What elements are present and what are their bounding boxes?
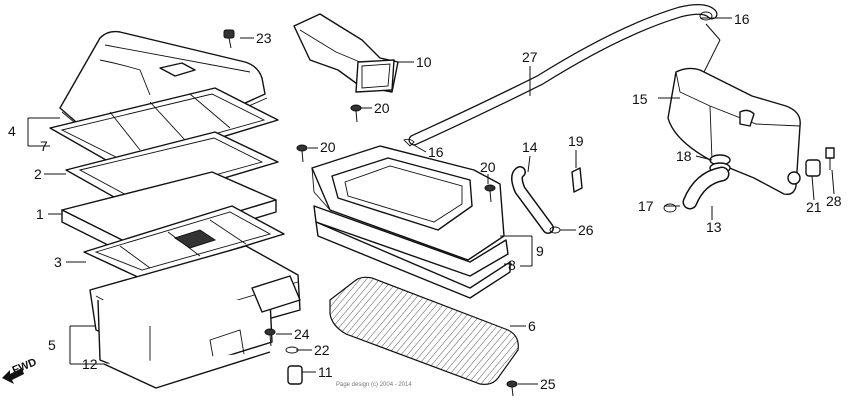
callout-21: 21 (806, 199, 822, 215)
intake-duct (293, 13, 399, 93)
callout-3: 3 (54, 254, 62, 270)
element-seal-frame (49, 87, 279, 169)
callout-17: 17 (638, 198, 654, 214)
callout-12: 12 (82, 356, 98, 372)
breather-chamber (667, 67, 801, 196)
callout-14: 14 (522, 139, 538, 155)
callout-25: 25 (540, 376, 556, 392)
screw-20-right (484, 184, 496, 203)
clamp-16-top (699, 11, 713, 21)
copyright-text: Page design (c) 2004 - 2014 (336, 382, 412, 388)
callout-13: 13 (706, 219, 722, 235)
callout-10: 10 (416, 54, 432, 70)
center-housing (311, 145, 505, 261)
callout-18: 18 (676, 148, 692, 164)
fwd-arrow-icon: FWD (2, 356, 38, 384)
callout-11: 11 (318, 364, 333, 380)
chamber-bolt (805, 147, 835, 177)
lower-frame (83, 205, 285, 279)
callout-24: 24 (294, 326, 310, 342)
callout-16-hose: 16 (428, 144, 444, 160)
callout-2: 2 (34, 166, 42, 182)
screw-23 (223, 29, 235, 49)
callout-20-mid: 20 (320, 139, 336, 155)
callout-27: 27 (522, 49, 538, 65)
case-gasket (103, 351, 271, 389)
fwd-label: FWD (11, 356, 39, 377)
callout-1: 1 (36, 206, 44, 222)
callout-26: 26 (578, 222, 594, 238)
callout-9: 9 (536, 243, 544, 259)
clip-16 (403, 138, 415, 147)
callout-19: 19 (568, 133, 584, 149)
housing-gasket (313, 205, 511, 299)
air-cleaner-case (89, 245, 301, 381)
callout-16-top: 16 (734, 11, 750, 27)
drain-plug-11 (287, 365, 303, 385)
screw-24 (264, 328, 276, 347)
callout-7: 7 (40, 138, 48, 154)
callout-20-right: 20 (480, 159, 496, 175)
callout-15: 15 (632, 91, 648, 107)
callout-20-top: 20 (374, 100, 390, 116)
filter-gasket (65, 131, 279, 207)
connecting-hose (511, 166, 554, 234)
callout-8: 8 (508, 257, 516, 273)
hose-clamp-19 (571, 167, 583, 193)
tube-clip (663, 203, 677, 213)
callout-23: 23 (256, 30, 272, 46)
screw-20-top (350, 104, 362, 123)
callout-5: 5 (48, 337, 56, 353)
breather-hose (408, 3, 718, 146)
callout-4: 4 (8, 123, 16, 139)
leader-lines (27, 17, 835, 385)
drain-tube (682, 166, 730, 210)
screw-20-mid (296, 144, 308, 163)
screen-mesh (329, 276, 519, 385)
callout-28: 28 (826, 193, 842, 209)
callout-22: 22 (314, 342, 330, 358)
screw-25 (506, 380, 518, 397)
callout-6: 6 (528, 318, 536, 334)
